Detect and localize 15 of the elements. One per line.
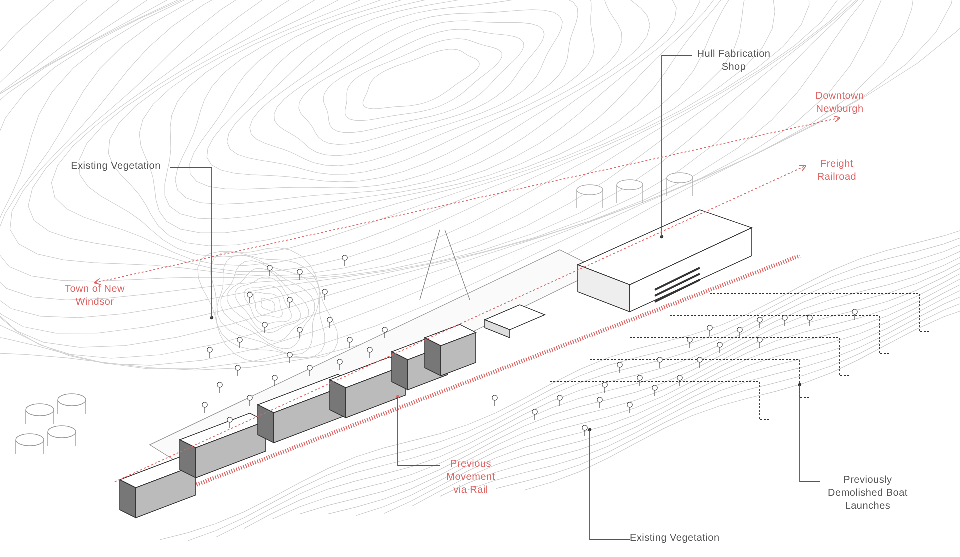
direction-label: Freight Railroad [806, 158, 868, 184]
leader-line [800, 384, 820, 482]
direction-label: Previous Movement via Rail [440, 458, 502, 497]
callout-label: Existing Vegetation [62, 160, 170, 173]
callout-label: Existing Vegetation [630, 532, 740, 545]
arrow [94, 116, 842, 286]
callout-label: Hull Fabrication Shop [692, 48, 776, 74]
leader-line [662, 56, 692, 238]
leader-line [170, 168, 212, 318]
direction-label: Town of New Windsor [62, 283, 128, 309]
arrow [114, 165, 808, 482]
callout-label: Previously Demolished Boat Launches [820, 474, 916, 513]
leader-line [590, 430, 630, 540]
direction-label: Downtown Newburgh [808, 90, 872, 116]
leader-line [398, 396, 440, 466]
